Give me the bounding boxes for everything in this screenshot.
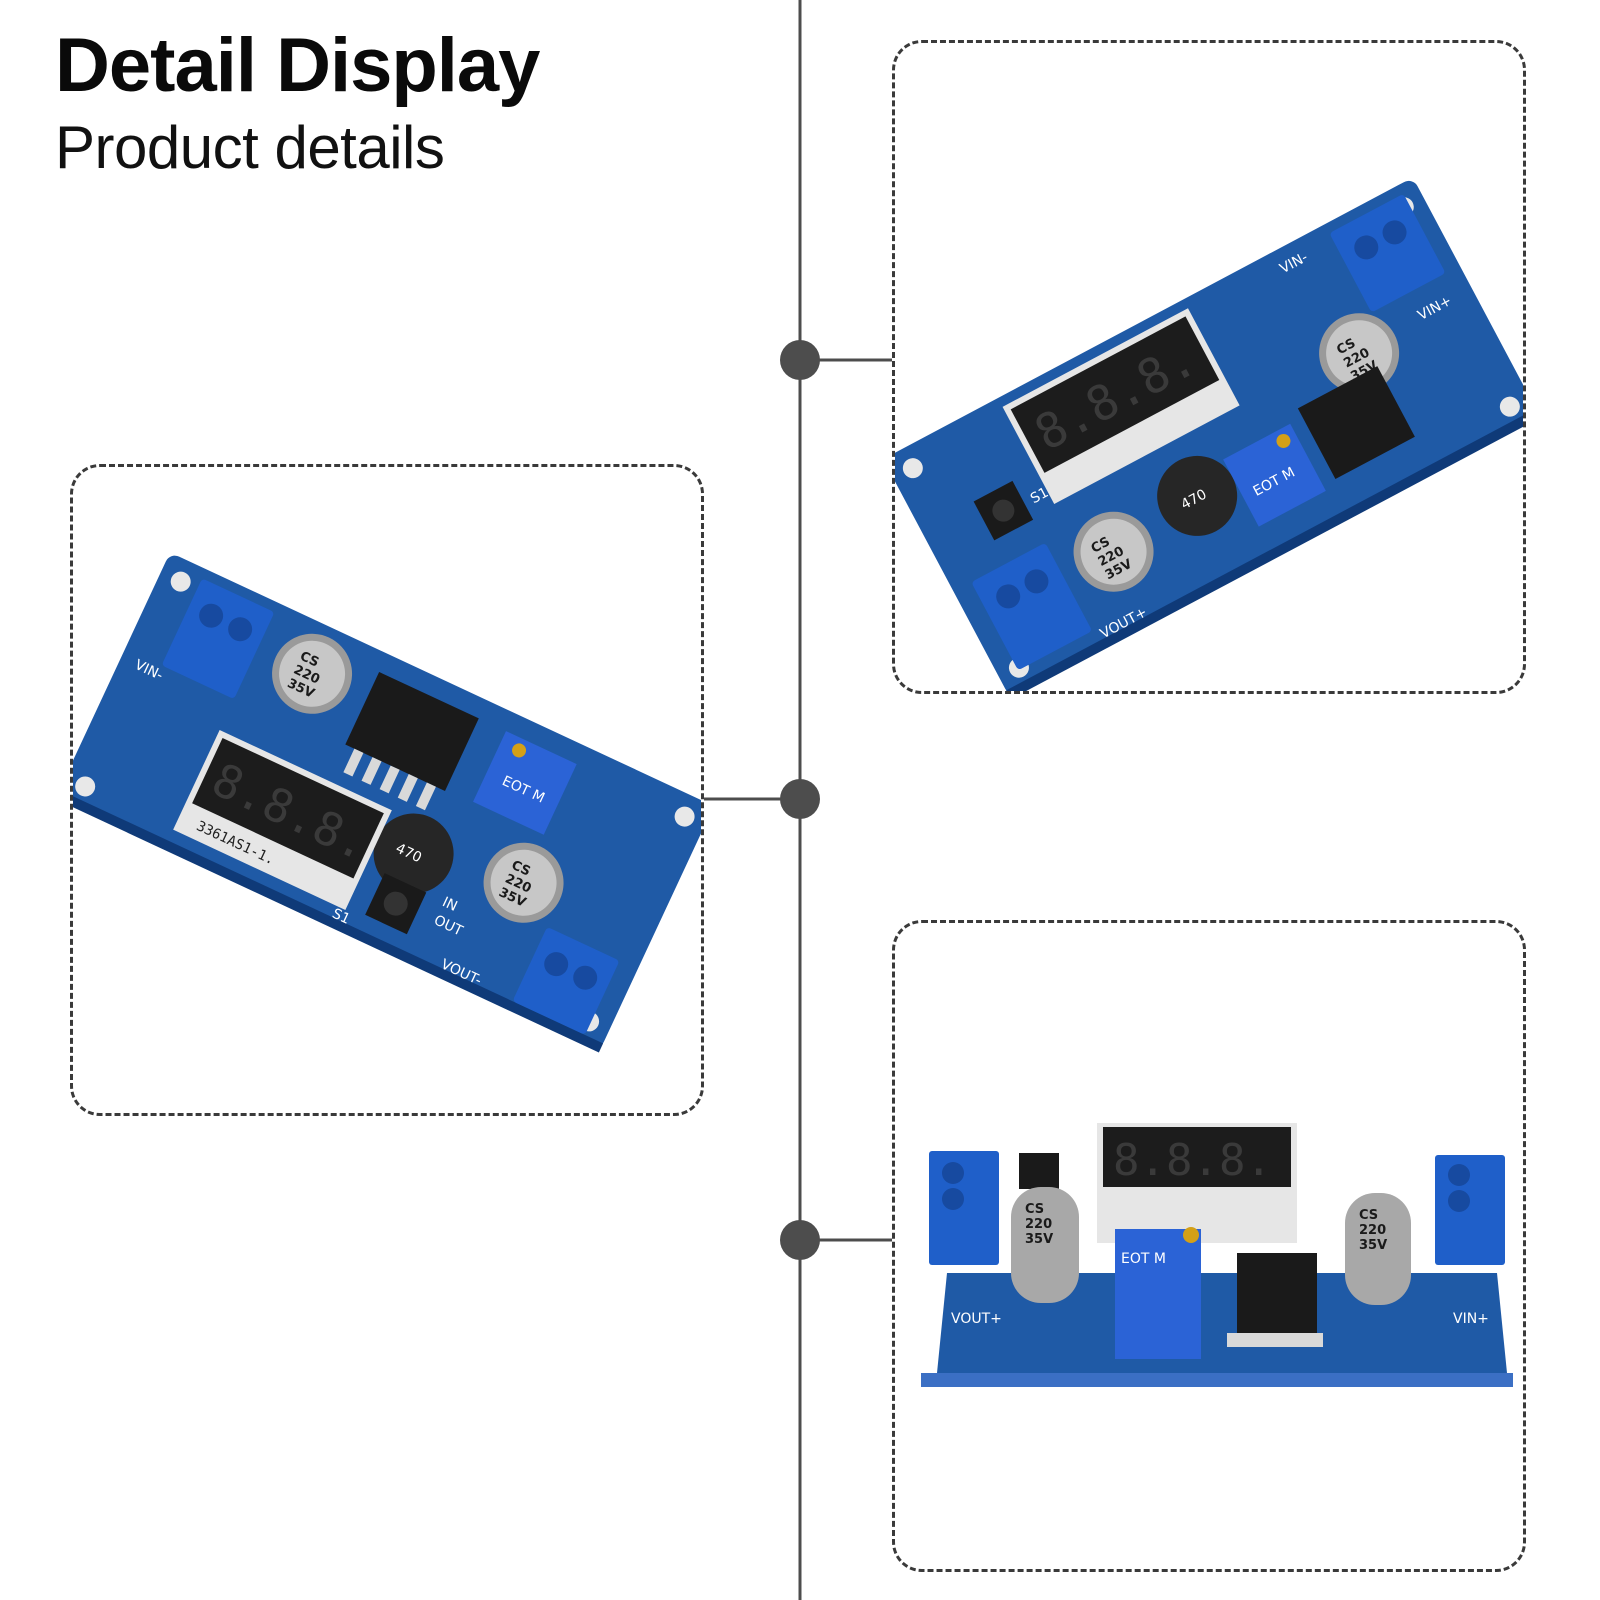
- led-display-face: [1010, 316, 1220, 473]
- push-button: [1019, 1153, 1059, 1189]
- node-dot-bottom: [780, 1220, 820, 1260]
- detail-frame-rotated: 8.8.8. CS 220 35V CS 220 35V 470 EOT M: [892, 40, 1526, 694]
- svg-text:35V: 35V: [1359, 1238, 1387, 1253]
- led-digits: 8.8.8.: [1113, 1135, 1272, 1186]
- svg-text:CS: CS: [1359, 1208, 1378, 1223]
- svg-text:35V: 35V: [1025, 1232, 1053, 1247]
- svg-text:220: 220: [1359, 1223, 1386, 1238]
- trimpot: [473, 731, 577, 835]
- input-terminal: [1330, 195, 1445, 312]
- input-terminal: [1435, 1155, 1505, 1265]
- title-block: Detail Display Product details: [55, 23, 540, 181]
- pcb-photo-side: 8.8.8. CS 220 35V CS 220 35V EOT M VOUT+: [921, 1123, 1513, 1387]
- inductor: [373, 813, 454, 894]
- label-in: IN: [440, 894, 460, 915]
- label-vout-pos: VOUT+: [951, 1311, 1002, 1327]
- led-display-face: [1103, 1127, 1291, 1187]
- label-s1: S1: [330, 906, 353, 928]
- capacitor: [1345, 1193, 1411, 1305]
- page-subtitle: Product details: [55, 114, 445, 181]
- pcb-photo-angled: CS 220 35V EOT M 470 CS 220 35V: [73, 555, 701, 1053]
- led-display-face: [192, 737, 384, 879]
- page-title: Detail Display: [55, 23, 540, 108]
- capacitor: [1011, 1187, 1079, 1303]
- svg-text:CS: CS: [1025, 1202, 1044, 1217]
- output-terminal: [929, 1151, 999, 1265]
- svg-text:S1: S1: [1028, 485, 1051, 507]
- svg-text:CS: CS: [509, 858, 533, 880]
- detail-frame-angled: CS 220 35V EOT M 470 CS 220 35V: [70, 464, 704, 1116]
- capacitor-brand: CS: [297, 649, 321, 671]
- regulator-chip: [1297, 366, 1415, 480]
- mount-hole: [674, 806, 695, 827]
- mount-hole: [902, 458, 923, 479]
- regulator-chip: [345, 671, 479, 791]
- input-terminal: [162, 579, 274, 698]
- output-terminal: [513, 928, 619, 1034]
- node-dot-middle: [780, 779, 820, 819]
- svg-text:EOT M: EOT M: [1121, 1251, 1166, 1267]
- inductor: [1157, 455, 1238, 536]
- trimpot: [1223, 423, 1326, 527]
- svg-text:220: 220: [1025, 1217, 1052, 1232]
- pcb-photo-rotated: 8.8.8. CS 220 35V CS 220 35V 470 EOT M: [895, 180, 1523, 691]
- label-vin-pos: VIN+: [1453, 1311, 1489, 1327]
- node-dot-top: [780, 340, 820, 380]
- trimpot: [1115, 1229, 1201, 1359]
- output-terminal: [972, 544, 1091, 669]
- mount-hole: [1499, 396, 1520, 417]
- mount-hole: [75, 776, 96, 797]
- detail-frame-side: 8.8.8. CS 220 35V CS 220 35V EOT M VOUT+: [892, 920, 1526, 1572]
- regulator-chip: [1237, 1253, 1317, 1333]
- mount-hole: [170, 571, 191, 592]
